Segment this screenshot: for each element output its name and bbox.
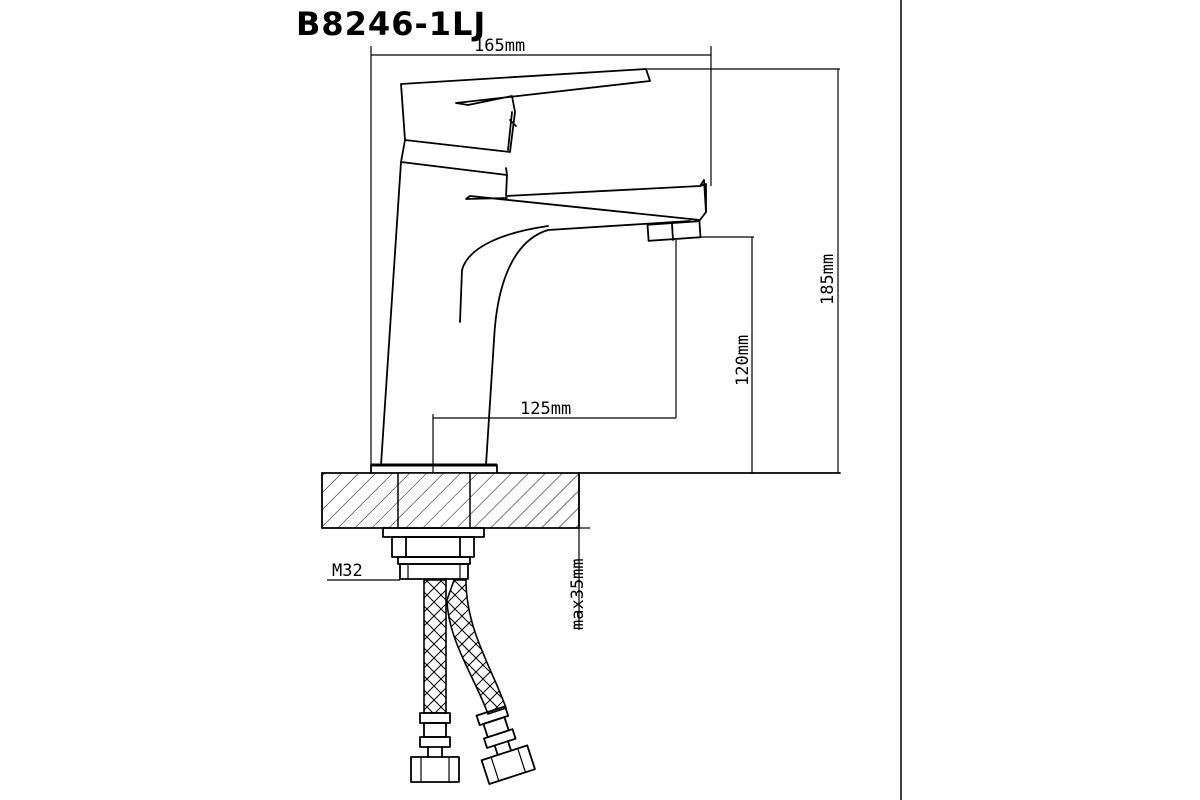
- faucet-collar: [400, 139, 508, 176]
- flex-hoses: [410, 579, 536, 785]
- dim-spout-reach: 125mm: [520, 399, 571, 419]
- faucet-handle: [400, 68, 651, 153]
- hose-right-nut: [480, 744, 536, 785]
- faucet-spout: [465, 174, 707, 221]
- hose-right: [446, 579, 508, 716]
- dim-overall-width: 165mm: [474, 36, 525, 56]
- faucet-body: [370, 68, 707, 474]
- hose-left-nut: [410, 756, 460, 783]
- counter-top: [321, 472, 841, 529]
- dim-spout-height: 120mm: [733, 335, 753, 386]
- hose-left: [423, 579, 447, 714]
- dim-overall-height: 185mm: [818, 254, 838, 305]
- mounting-hardware: [382, 527, 485, 580]
- dim-max-counter-thickness: max35mm: [568, 558, 588, 630]
- mounting-nut: [399, 563, 469, 580]
- aerator: [646, 220, 702, 242]
- dim-thread-size: M32: [332, 561, 363, 581]
- model-code: B8246-1LJ: [296, 5, 487, 43]
- dimension-lines: [327, 46, 840, 630]
